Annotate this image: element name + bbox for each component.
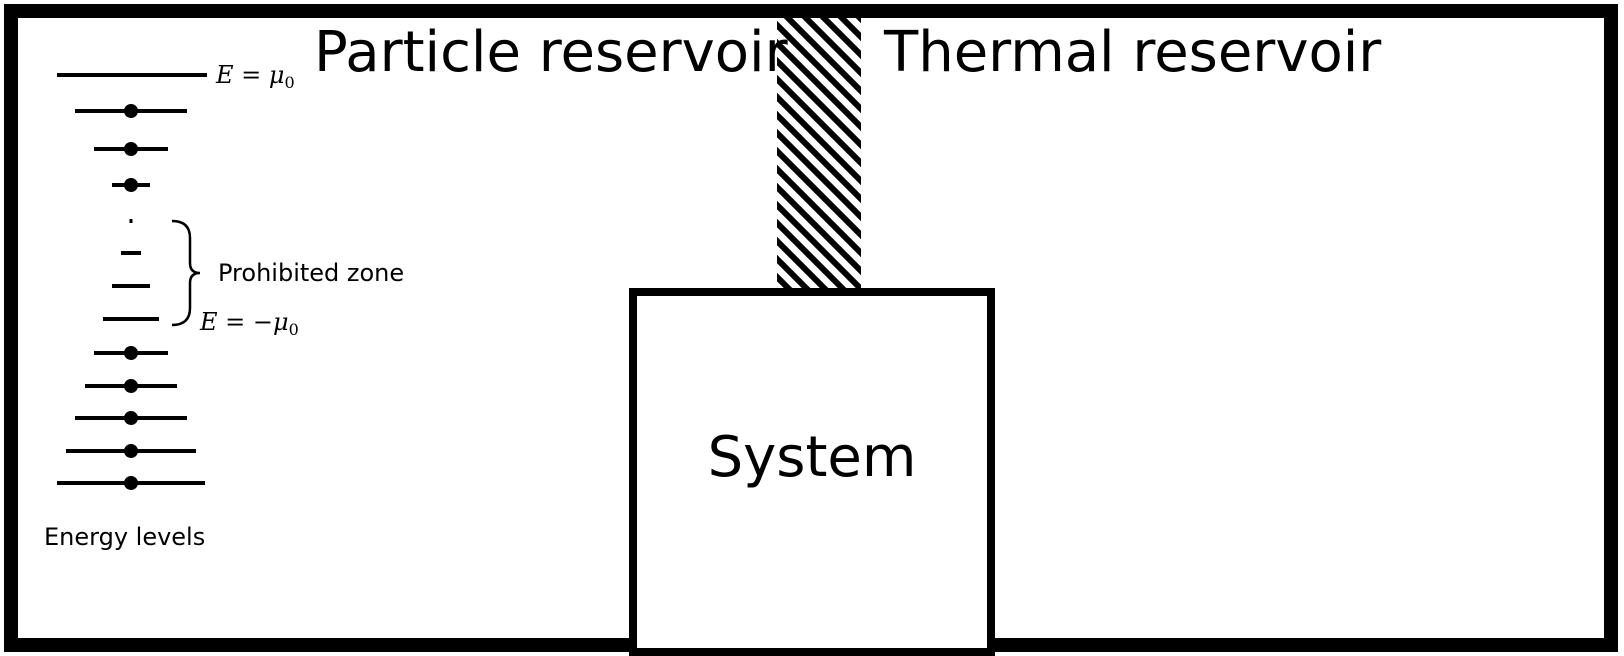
hatch-stroke (837, 18, 861, 42)
hatch-stroke (801, 18, 861, 78)
hatch-stroke (777, 56, 861, 150)
system-box (629, 288, 995, 656)
eq-lower-sign: − (253, 308, 273, 336)
hatch-stroke (777, 92, 861, 186)
eq-lower-sub: 0 (289, 320, 299, 339)
hatch-stroke (777, 128, 861, 222)
hatch-stroke (819, 18, 861, 60)
hatch-stroke (777, 272, 796, 291)
eq-upper-op: = (234, 61, 269, 89)
hatch-stroke (777, 164, 861, 258)
particle-reservoir-label: Particle reservoir (314, 20, 789, 85)
eq-upper-var: E (215, 61, 234, 89)
energy-levels-label: Energy levels (44, 523, 205, 551)
eq-upper-sym: μ (269, 61, 285, 89)
hatch-stroke (777, 254, 814, 291)
hatch-stroke (777, 38, 861, 132)
eq-upper-sub: 0 (285, 73, 295, 92)
occupied-electron-dot (124, 379, 138, 393)
prohibited-zone-label: Prohibited zone (218, 259, 404, 287)
hatch-stroke (777, 200, 861, 291)
occupied-electron-dot (124, 104, 138, 118)
hatch-stroke (777, 236, 832, 291)
system-label: System (708, 425, 917, 490)
hatch-stroke (777, 20, 861, 114)
hatch-stroke (783, 18, 861, 96)
occupied-electron-dot (124, 476, 138, 490)
hatch-stroke (777, 182, 861, 276)
occupied-electron-dot (124, 178, 138, 192)
hatch-stroke (777, 218, 850, 291)
hatch-stroke (777, 146, 861, 240)
upper-energy-equation: E = μ0 (215, 61, 295, 92)
hatch-stroke (777, 74, 861, 168)
occupied-electron-dot (124, 444, 138, 458)
thermal-reservoir-label: Thermal reservoir (883, 20, 1382, 85)
lower-energy-equation: E = −μ0 (199, 308, 299, 339)
occupied-electron-dot (124, 411, 138, 425)
energy-level-ladder (57, 73, 207, 490)
occupied-electron-dot (124, 346, 138, 360)
prohibited-zone-brace (171, 219, 201, 327)
occupied-electron-dot (124, 142, 138, 156)
eq-lower-var: E (199, 308, 218, 336)
thermal-link-hatch (777, 18, 861, 291)
hatch-stroke (777, 110, 861, 204)
eq-lower-op: = (218, 308, 253, 336)
eq-lower-sym: μ (273, 308, 289, 336)
